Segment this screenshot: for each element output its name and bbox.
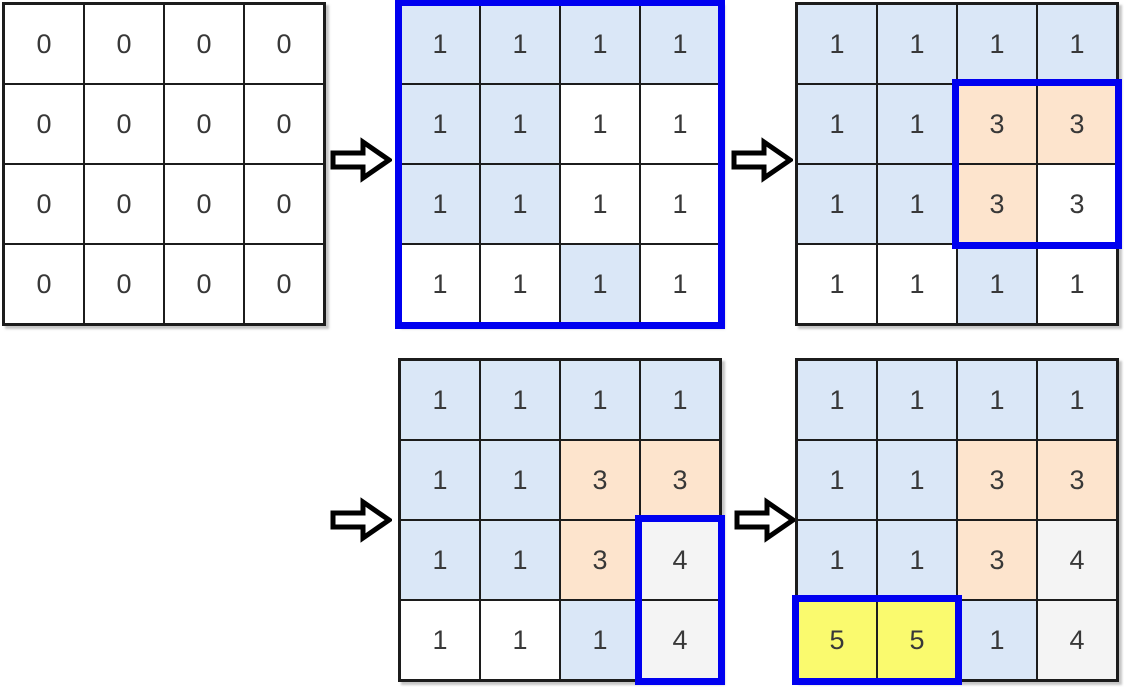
grid-cell: 0	[5, 165, 83, 243]
grid-cell: 3	[641, 441, 719, 519]
grid-cell: 1	[561, 85, 639, 163]
grid-cell: 1	[481, 245, 559, 323]
grid-cell: 1	[481, 361, 559, 439]
grid-cell: 3	[958, 441, 1036, 519]
grid-cell: 0	[165, 165, 243, 243]
grid-cell: 1	[481, 521, 559, 599]
grid-cell: 1	[958, 245, 1036, 323]
grid-cell: 1	[1038, 5, 1116, 83]
grid-cell: 3	[958, 521, 1036, 599]
grid-cell: 3	[958, 85, 1036, 163]
grid-cell: 0	[245, 245, 323, 323]
grid-cell: 1	[641, 5, 719, 83]
grid-cell: 1	[958, 601, 1036, 679]
grid-cell: 4	[641, 601, 719, 679]
grid-cell: 1	[481, 165, 559, 243]
grid-cell: 1	[798, 361, 876, 439]
grid-cell: 0	[5, 85, 83, 163]
grid-cell: 1	[481, 601, 559, 679]
grid-cell: 5	[878, 601, 956, 679]
grid-cell: 3	[1038, 441, 1116, 519]
grid-cell: 1	[1038, 361, 1116, 439]
grid-cell: 0	[245, 165, 323, 243]
grid-cell: 4	[1038, 521, 1116, 599]
right-block-arrow-icon	[330, 497, 392, 543]
grid-cell: 1	[561, 245, 639, 323]
grid-cell: 4	[1038, 601, 1116, 679]
grid-cell: 1	[401, 85, 479, 163]
grid-cell: 1	[878, 521, 956, 599]
grid-cell: 1	[401, 245, 479, 323]
grid-cell: 3	[958, 165, 1036, 243]
grid-cell: 1	[798, 441, 876, 519]
grid-cell: 1	[878, 165, 956, 243]
grid-cell: 1	[798, 245, 876, 323]
grid-cell: 1	[641, 85, 719, 163]
grid-cell: 1	[798, 85, 876, 163]
grid-cell: 1	[561, 361, 639, 439]
grid-cell: 0	[5, 245, 83, 323]
grid-cell: 1	[878, 361, 956, 439]
grid-cell: 1	[1038, 245, 1116, 323]
grid-cell: 1	[401, 521, 479, 599]
grid-cell: 0	[165, 85, 243, 163]
grid-cell: 1	[878, 441, 956, 519]
grid-cell: 1	[561, 5, 639, 83]
grid-cell: 0	[165, 245, 243, 323]
grid-cell: 1	[401, 601, 479, 679]
grid-cell: 1	[798, 5, 876, 83]
grid-cell: 0	[85, 245, 163, 323]
grid-cell: 0	[5, 5, 83, 83]
grid-cell: 1	[641, 361, 719, 439]
grid-cell: 3	[561, 441, 639, 519]
grid-cell: 1	[481, 441, 559, 519]
grid-cell: 0	[245, 85, 323, 163]
right-block-arrow-icon	[731, 137, 793, 183]
grid-cell: 1	[481, 85, 559, 163]
grid-cell: 0	[85, 85, 163, 163]
grid-cell: 4	[641, 521, 719, 599]
grid-cell: 1	[878, 245, 956, 323]
grid-cell: 5	[798, 601, 876, 679]
grid-cell: 1	[641, 165, 719, 243]
grid-cell: 1	[878, 5, 956, 83]
grid-cell: 1	[958, 361, 1036, 439]
grid-cell: 3	[1038, 165, 1116, 243]
grid-cell: 1	[561, 165, 639, 243]
grid-cell: 3	[561, 521, 639, 599]
grid-cell: 1	[958, 5, 1036, 83]
grid-cell: 1	[641, 245, 719, 323]
grid-cell: 0	[85, 165, 163, 243]
grid-cell: 1	[401, 5, 479, 83]
right-block-arrow-icon	[734, 497, 796, 543]
right-block-arrow-icon	[330, 137, 392, 183]
grid-cell: 1	[401, 441, 479, 519]
grid-cell: 1	[878, 85, 956, 163]
grid-cell: 1	[798, 165, 876, 243]
grid-cell: 3	[1038, 85, 1116, 163]
grid-cell: 0	[85, 5, 163, 83]
grid-cell: 1	[798, 521, 876, 599]
grid-cell: 1	[561, 601, 639, 679]
grid-cell: 1	[401, 165, 479, 243]
grid-cell: 1	[481, 5, 559, 83]
grid-cell: 0	[245, 5, 323, 83]
grid-cell: 0	[165, 5, 243, 83]
grid-cell: 1	[401, 361, 479, 439]
